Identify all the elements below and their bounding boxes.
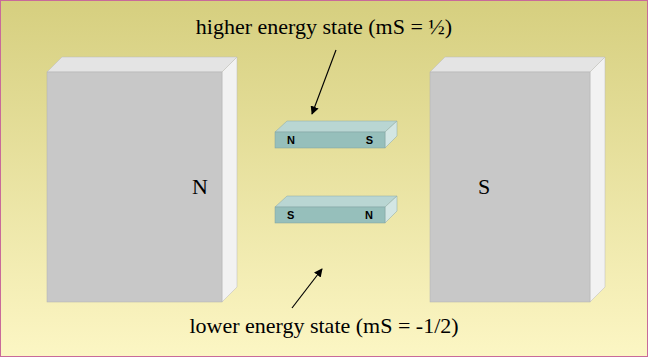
energy-label: higher energy state (mS = ½)	[0, 14, 648, 40]
leader-arrow	[312, 50, 336, 114]
bar-magnet-face: SN	[275, 207, 385, 223]
leader-arrow	[292, 269, 322, 308]
pole-letter: S	[478, 174, 490, 200]
pole-letter: N	[365, 209, 373, 221]
pole-letter: N	[192, 174, 208, 200]
energy-label: lower energy state (mS = -1/2)	[0, 313, 648, 339]
pole-magnet	[430, 57, 605, 302]
bar-magnet	[275, 121, 397, 148]
pole-magnet-face: S	[430, 72, 590, 302]
pole-magnet	[47, 57, 237, 302]
pole-letter: S	[366, 134, 373, 146]
bar-magnet-face: NS	[275, 132, 385, 148]
pole-magnet-face: N	[47, 72, 222, 302]
pole-letter: N	[287, 134, 295, 146]
bar-magnet	[275, 196, 397, 223]
pole-letter: S	[287, 209, 294, 221]
